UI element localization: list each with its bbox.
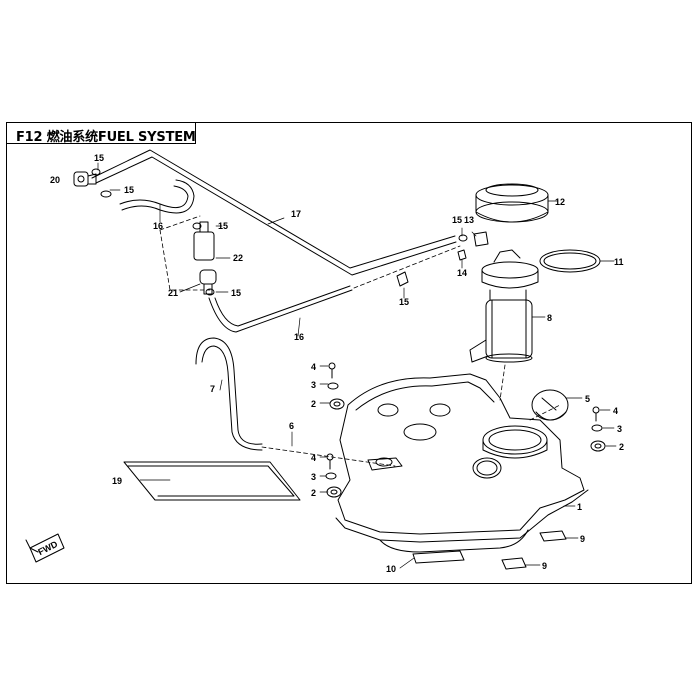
fuel-cap-5 (531, 389, 569, 421)
diagram-title: F12 燃油系统FUEL SYSTEM (16, 130, 196, 145)
callout-4: 4 (311, 362, 316, 372)
callout-9: 9 (542, 561, 547, 571)
callout-4: 4 (311, 453, 316, 463)
clamps-15 (91, 168, 468, 296)
title-box (6, 122, 196, 144)
fwd-label: FWD (36, 539, 59, 557)
callout-20: 20 (50, 175, 60, 185)
callout-6: 6 (289, 421, 294, 431)
callout-3: 3 (311, 380, 316, 390)
callout-8: 8 (547, 313, 552, 323)
sheet-19 (123, 461, 301, 501)
fuel-filter-22 (193, 221, 217, 295)
callout-15: 15 (399, 297, 409, 307)
hose-7 (195, 337, 263, 451)
fwd-arrow-icon (25, 533, 65, 563)
callout-15: 15 (452, 215, 462, 225)
callout-4: 4 (613, 406, 618, 416)
callout-labels: 15 20 15 16 15 22 21 15 17 16 7 6 19 15 … (36, 153, 624, 574)
leader-dashes (159, 215, 561, 467)
callout-11: 11 (614, 257, 624, 267)
hose-16-lower (208, 285, 353, 333)
callout-15: 15 (231, 288, 241, 298)
lock-ring-12 (475, 183, 549, 223)
callout-14: 14 (457, 268, 467, 278)
callout-22: 22 (233, 253, 243, 263)
callout-2: 2 (311, 488, 316, 498)
fittings-13-14 (457, 231, 489, 261)
callout-2: 2 (311, 399, 316, 409)
fuel-tank-1 (335, 373, 589, 553)
callout-15: 15 (94, 153, 104, 163)
callout-3: 3 (617, 424, 622, 434)
callout-21: 21 (168, 288, 178, 298)
pads-9-10 (412, 530, 567, 570)
callout-10: 10 (386, 564, 396, 574)
seal-ring-11 (539, 249, 601, 273)
callout-1: 1 (577, 502, 582, 512)
callout-13: 13 (464, 215, 474, 225)
callout-5: 5 (585, 394, 590, 404)
callout-16: 16 (294, 332, 304, 342)
mounting-hardware (325, 362, 606, 498)
callout-15: 15 (124, 185, 134, 195)
callout-3: 3 (311, 472, 316, 482)
callout-9: 9 (580, 534, 585, 544)
hose-17 (91, 149, 457, 276)
callout-2: 2 (619, 442, 624, 452)
callout-16: 16 (153, 221, 163, 231)
callout-19: 19 (112, 476, 122, 486)
fitting-20 (73, 171, 97, 187)
callout-7: 7 (210, 384, 215, 394)
callout-12: 12 (555, 197, 565, 207)
hose-16-upper (119, 179, 195, 214)
callout-15: 15 (218, 221, 228, 231)
fuel-pump-8 (469, 249, 539, 363)
callout-leaders (97, 162, 617, 569)
callout-17: 17 (291, 209, 301, 219)
diagram-frame (6, 122, 692, 584)
